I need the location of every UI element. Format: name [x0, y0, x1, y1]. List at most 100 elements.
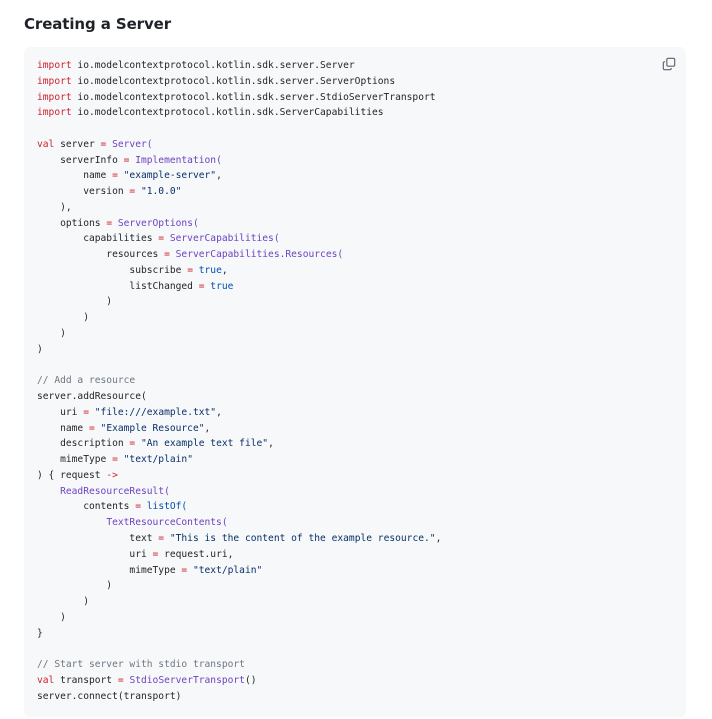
code-line: subscribe = true, — [37, 263, 441, 279]
code-token-fn: TextResourceContents( — [106, 517, 228, 529]
code-token-op: = — [152, 548, 159, 560]
code-token-kw: val — [37, 674, 55, 686]
code-token-plain: , — [435, 532, 442, 544]
code-token-plain: text — [37, 532, 159, 544]
code-token-str: "1.0.0" — [140, 186, 182, 198]
code-token-plain: , — [216, 406, 222, 418]
code-token-op: = — [123, 154, 130, 166]
code-token-plain: ) — [37, 328, 66, 340]
code-token-op: = — [112, 454, 118, 466]
code-token-str: "text/plain" — [192, 564, 263, 576]
code-line: version = "1.0.0" — [37, 184, 441, 200]
code-token-plain: name — [37, 170, 113, 182]
code-line — [37, 121, 441, 137]
code-token-plain: ) — [37, 611, 66, 623]
code-token-const: true — [198, 264, 222, 276]
code-line: ) — [37, 594, 441, 610]
code-block: import io.modelcontextprotocol.kotlin.sd… — [24, 47, 686, 717]
code-token-op: = — [117, 674, 124, 686]
code-token-plain: ) — [37, 343, 43, 355]
code-token-fn: Server( — [112, 138, 153, 150]
code-token-plain: subscribe — [37, 264, 188, 276]
code-token-str: "Example Resource" — [100, 422, 205, 434]
code-token-op: = — [187, 264, 193, 276]
code-line: mimeType = "text/plain" — [37, 563, 441, 579]
code-token-cm: // Add a resource — [37, 375, 136, 387]
code-token-op: = — [181, 564, 188, 576]
code-token-op: = — [135, 501, 141, 513]
code-token-fn: ReadResourceResult( — [60, 485, 170, 497]
code-token-kw: import — [37, 91, 72, 103]
code-token-plain: server — [54, 138, 101, 150]
code-token-fn: ServerCapabilities( — [169, 233, 280, 245]
code-line: val server = Server( — [37, 137, 441, 153]
code-token-plain: () — [244, 674, 257, 686]
code-line: ) — [37, 610, 441, 626]
code-token-fn: Implementation( — [135, 154, 222, 166]
code-line: description = "An example text file", — [37, 436, 441, 452]
code-line: listChanged = true — [37, 279, 441, 295]
code-token-plain: ) — [37, 312, 89, 324]
code-token-plain: ) — [37, 596, 89, 608]
code-token-plain: transport — [54, 674, 118, 686]
code-token-plain: , — [204, 422, 211, 434]
code-line: ) { request -> — [37, 468, 441, 484]
code-token-plain: version — [37, 186, 130, 198]
section-heading: Creating a Server — [24, 15, 172, 33]
code-line: capabilities = ServerCapabilities( — [37, 231, 441, 247]
code-token-fn: ServerCapabilities.Resources( — [175, 249, 344, 261]
code-token-plain — [37, 486, 60, 497]
code-token-str: "file:///example.txt" — [94, 406, 217, 418]
code-token-op: = — [164, 249, 170, 261]
code-token-op: = — [100, 138, 107, 150]
copy-code-button[interactable] — [658, 53, 680, 75]
code-token-kw: val — [37, 138, 55, 150]
code-token-plain: , — [268, 438, 274, 450]
code-content: import io.modelcontextprotocol.kotlin.sd… — [37, 58, 441, 704]
code-line: uri = request.uri, — [37, 547, 441, 563]
code-token-op: = — [112, 170, 118, 182]
code-token-const: true — [210, 280, 234, 292]
code-line: server.addResource( — [37, 389, 441, 405]
code-line: server.connect(transport) — [37, 689, 441, 705]
code-line: import io.modelcontextprotocol.kotlin.sd… — [37, 74, 441, 90]
code-token-op: = — [88, 422, 95, 434]
code-line: ), — [37, 200, 441, 216]
code-token-plain: ) — [37, 296, 113, 308]
code-line: name = "Example Resource", — [37, 421, 441, 437]
code-token-cm: // Start server with stdio transport — [37, 659, 245, 671]
code-line — [37, 358, 441, 374]
code-token-plain: uri — [37, 406, 84, 418]
code-token-plain: , — [216, 170, 222, 182]
code-token-str: "example-server" — [123, 170, 217, 182]
code-token-plain: resources — [37, 249, 165, 261]
code-token-plain: serverInfo — [37, 154, 124, 166]
code-token-kw: import — [37, 60, 72, 71]
code-line: uri = "file:///example.txt", — [37, 405, 441, 421]
code-token-str: "An example text file" — [140, 438, 269, 450]
code-token-plain — [37, 517, 106, 528]
code-token-plain: uri — [37, 548, 153, 560]
code-token-op: = — [106, 217, 113, 229]
code-token-kw: import — [37, 107, 72, 119]
code-token-plain: io.modelcontextprotocol.kotlin.sdk.serve… — [71, 91, 436, 103]
code-token-plain: io.modelcontextprotocol.kotlin.sdk.serve… — [71, 60, 355, 71]
code-token-str: "text/plain" — [123, 454, 193, 466]
code-token-plain: options — [37, 217, 107, 229]
code-token-plain: ), — [37, 201, 72, 213]
code-line: ) — [37, 578, 441, 594]
code-token-plain: listChanged — [37, 280, 199, 292]
code-token-kw: import — [37, 75, 72, 87]
code-token-plain: io.modelcontextprotocol.kotlin.sdk.serve… — [71, 75, 396, 87]
code-token-plain: server.connect(transport) — [37, 690, 182, 702]
code-line: contents = listOf( — [37, 499, 441, 515]
code-token-plain: io.modelcontextprotocol.kotlin.sdk.Serve… — [71, 107, 384, 119]
code-line: ) — [37, 294, 441, 310]
code-token-op: = — [158, 233, 165, 245]
copy-icon — [662, 57, 676, 71]
code-line: name = "example-server", — [37, 168, 441, 184]
code-line: import io.modelcontextprotocol.kotlin.sd… — [37, 58, 441, 74]
code-line: // Add a resource — [37, 373, 441, 389]
code-line: // Start server with stdio transport — [37, 657, 441, 673]
code-token-plain: name — [37, 422, 89, 434]
